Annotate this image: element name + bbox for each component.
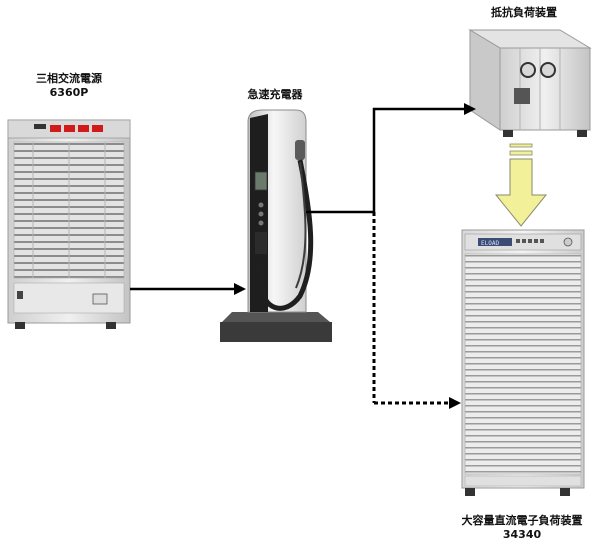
dc-load-label: 大容量直流電子負荷装置 34340: [442, 514, 600, 542]
caster-left: [15, 322, 25, 329]
charger-screen: [254, 171, 268, 191]
ev-fast-charger: [220, 109, 332, 342]
resistor-coil-1: [520, 62, 536, 78]
ac-source-model: 6360P: [49, 86, 89, 99]
resistive-load-name: 抵抗負荷装置: [491, 6, 557, 19]
resistive-load-bank: [468, 29, 592, 137]
rack-caster-left: [465, 488, 475, 496]
ac-to-charger-arrow: [130, 283, 246, 295]
charger-name: 急速充電器: [247, 88, 303, 101]
ac-source-label: 三相交流電源 6360P: [15, 72, 123, 100]
ac-power-source: [7, 119, 131, 329]
power-switch: [17, 291, 23, 299]
dc-electronic-load-rack: ELOAD: [461, 229, 585, 496]
rack-caster-right: [560, 488, 570, 496]
transfer-arrow: [494, 143, 548, 227]
ac-source-name: 三相交流電源: [36, 72, 102, 85]
front-panel-display: [50, 125, 103, 132]
resistor-coil-2: [540, 62, 556, 78]
caster-right: [106, 322, 116, 329]
charger-to-dc-load-dashed-arrow: [372, 212, 461, 409]
charger-base: [220, 322, 332, 342]
rack-display: [478, 238, 512, 246]
charger-label: 急速充電器: [220, 88, 330, 102]
load-terminal: [514, 88, 530, 104]
output-socket: [92, 293, 108, 305]
charging-cable: [259, 159, 314, 311]
resistive-load-label: 抵抗負荷装置: [470, 6, 578, 20]
dc-load-name: 大容量直流電子負荷装置: [461, 514, 583, 527]
dc-load-model: 34340: [502, 528, 542, 541]
charger-to-resistive-load-arrow: [306, 103, 476, 214]
svg-text:ELOAD: ELOAD: [481, 240, 499, 247]
connector-holster: [255, 232, 267, 254]
